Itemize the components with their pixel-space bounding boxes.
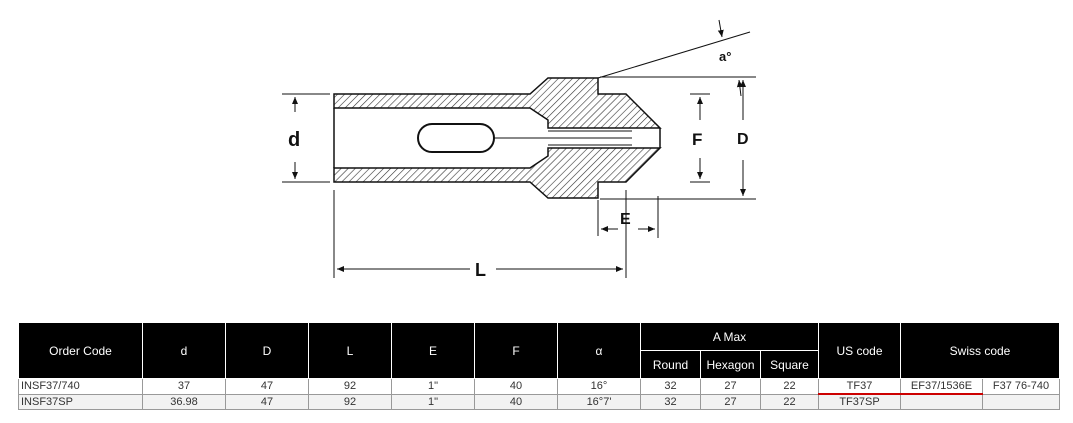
cell-swiss-code-2 [981,393,1061,410]
cell-swiss-code-2: F37 76-740 [981,378,1061,395]
cell-round: 32 [640,378,701,395]
cell-F: 40 [474,393,558,410]
specification-table: Order Code d D L E F α A Max US code Swi… [18,322,1061,410]
cell-alpha: 16° [557,378,641,395]
label-angle-a: a° [719,49,731,64]
cell-hexagon: 27 [700,378,761,395]
cell-us-code: TF37 [818,378,901,395]
cell-square: 22 [760,378,819,395]
header-F: F [474,322,558,379]
dimension-lines [282,19,756,278]
collet-body [333,77,662,199]
cell-hexagon: 27 [700,393,761,410]
header-round: Round [640,350,701,379]
cell-swiss-code-1: EF37/1536E [900,378,983,395]
header-D: D [225,322,309,379]
cell-square: 22 [760,393,819,410]
header-hexagon: Hexagon [700,350,761,379]
label-D: D [737,131,749,148]
cell-round: 32 [640,393,701,410]
cell-d: 36.98 [142,393,226,410]
cell-us-code: TF37SP [818,393,901,410]
cell-D: 47 [225,393,309,410]
cell-L: 92 [308,378,392,395]
label-L: L [475,260,486,280]
header-us-code: US code [818,322,901,379]
cell-d: 37 [142,378,226,395]
cell-F: 40 [474,378,558,395]
label-d: d [288,129,300,151]
cell-order-code: INSF37SP [18,393,143,410]
header-d: d [142,322,226,379]
cell-swiss-code-1 [900,393,983,410]
slot-opening [417,123,495,153]
header-E: E [391,322,475,379]
table-row: INSF37/740 37 47 92 1" 40 16° 32 27 22 T… [18,378,1061,395]
cell-alpha: 16°7' [557,393,641,410]
cell-D: 47 [225,378,309,395]
header-square: Square [760,350,819,379]
header-alpha: α [557,322,641,379]
label-F: F [692,130,702,149]
header-L: L [308,322,392,379]
cell-order-code: INSF37/740 [18,378,143,395]
dimension-labels: d D F E L a° [288,49,749,280]
cell-E: 1" [391,378,475,395]
table-row: INSF37SP 36.98 47 92 1" 40 16°7' 32 27 2… [18,393,1061,410]
cell-L: 92 [308,393,392,410]
header-order-code: Order Code [18,322,143,379]
header-a-max: A Max [640,322,819,351]
header-swiss-code: Swiss code [899,322,1061,379]
label-E: E [620,211,631,228]
cell-E: 1" [391,393,475,410]
collet-drawing: d D F E L a° [282,19,756,280]
